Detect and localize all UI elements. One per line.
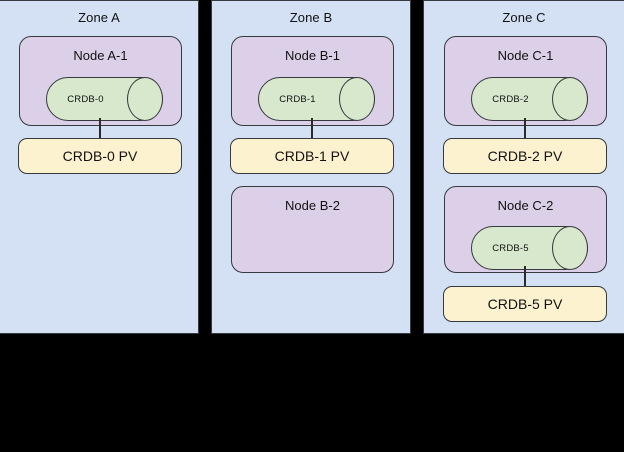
node-b-1-title: Node B-1 [285,48,340,63]
node-b-1-box[interactable]: Node B-1 CRDB-1 [231,36,394,126]
pv-box-crdb-0[interactable]: CRDB-0 PV [18,138,182,174]
node-c-2-box[interactable]: Node C-2 CRDB-5 [444,186,607,273]
node-c-2-title: Node C-2 [497,198,554,213]
zone-c-title: Zone C [502,10,546,25]
node-a-1-box[interactable]: Node A-1 CRDB-0 [19,36,182,126]
cylinder-cap-icon [339,77,375,121]
database-label-crdb-2: CRDB-2 [492,93,529,105]
node-a-1-title: Node A-1 [73,48,128,63]
pv-box-crdb-5[interactable]: CRDB-5 PV [443,286,607,322]
database-cylinder-crdb-2[interactable]: CRDB-2 [471,77,588,121]
cylinder-cap-icon [552,77,588,121]
zone-b-title: Zone B [289,10,333,25]
node-c-1-title: Node C-1 [497,48,554,63]
node-c-1-box[interactable]: Node C-1 CRDB-2 [444,36,607,126]
database-label-crdb-5: CRDB-5 [492,242,529,254]
node-b-2-title: Node B-2 [285,198,340,213]
zone-a-panel: Zone A Node A-1 CRDB-0 CRDB-0 PV [0,0,199,334]
database-cylinder-crdb-0[interactable]: CRDB-0 [46,77,163,121]
database-cylinder-crdb-5[interactable]: CRDB-5 [471,226,588,270]
database-label-crdb-1: CRDB-1 [279,93,316,105]
cylinder-cap-icon [552,226,588,270]
zone-b-panel: Zone B Node B-1 CRDB-1 CRDB-1 PV Node B-… [211,0,411,334]
zone-a-title: Zone A [78,10,120,25]
connector-crdb-2-to-pv [524,118,526,140]
pv-box-crdb-1[interactable]: CRDB-1 PV [230,138,394,174]
node-b-2-box[interactable]: Node B-2 [231,186,394,273]
database-cylinder-crdb-1[interactable]: CRDB-1 [258,77,375,121]
zone-c-panel: Zone C Node C-1 CRDB-2 CRDB-2 PV Node C-… [423,0,624,334]
cylinder-cap-icon [127,77,163,121]
database-label-crdb-0: CRDB-0 [67,93,104,105]
connector-crdb-1-to-pv [311,118,313,140]
connector-crdb-5-to-pv [524,266,526,287]
pv-box-crdb-2[interactable]: CRDB-2 PV [443,138,607,174]
connector-crdb-0-to-pv [99,118,101,140]
